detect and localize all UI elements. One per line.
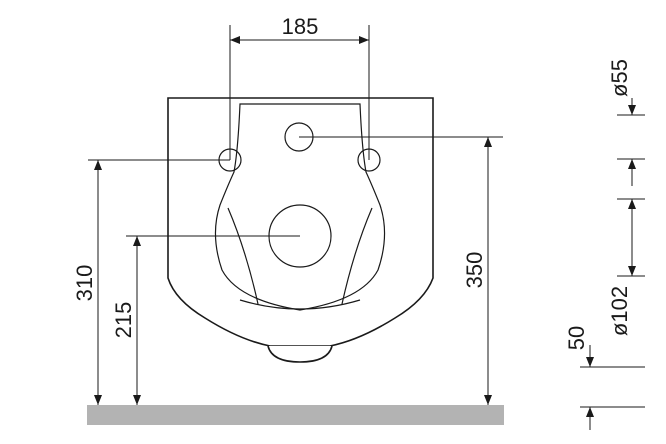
seat-outline xyxy=(214,103,386,311)
floor-bar xyxy=(87,405,504,425)
rim-right xyxy=(341,207,373,305)
rim-bottom xyxy=(239,299,361,310)
dim-left-outer: 310 xyxy=(72,265,97,302)
dim-top-width: 185 xyxy=(282,14,319,39)
drain-nub xyxy=(267,345,333,363)
rim-left xyxy=(227,207,259,305)
dim-diameter-large: ø102 xyxy=(607,286,632,336)
dim-right-height: 350 xyxy=(462,252,487,289)
dim-left-inner: 215 xyxy=(111,302,136,339)
dim-diameter-small: ø55 xyxy=(607,59,632,97)
dim-side-offset: 50 xyxy=(564,326,589,350)
